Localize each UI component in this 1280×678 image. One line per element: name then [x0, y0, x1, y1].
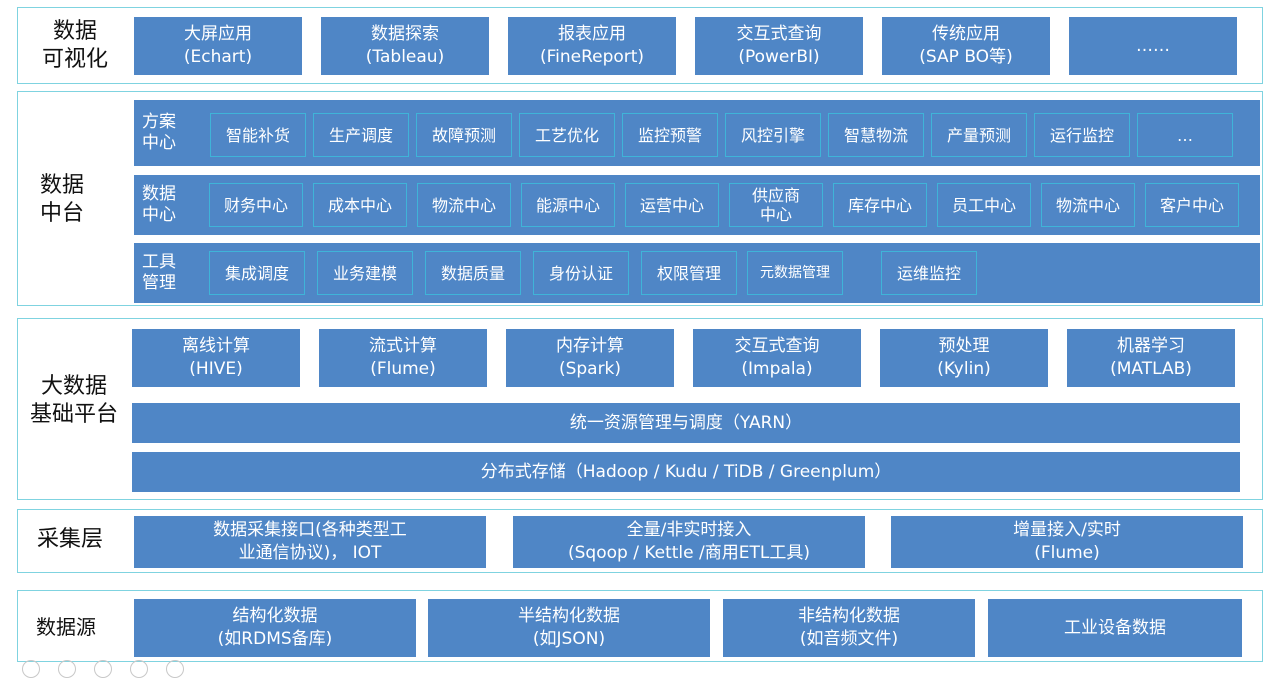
source-item-semi-structured: 半结构化数据 (如JSON): [428, 599, 710, 657]
data-item-operations: 运营中心: [625, 183, 719, 227]
middle-platform-layer: 数据 中台 方案 中心 智能补货 生产调度 故障预测 工艺优化 监控预警 风控引…: [17, 91, 1263, 306]
tool-item-permission: 权限管理: [641, 251, 737, 295]
tool-management-label: 工具 管理: [142, 252, 176, 293]
collection-item-industrial-interface: 数据采集接口(各种类型工 业通信协议)， IOT: [134, 516, 486, 568]
decorative-circle: [166, 660, 184, 678]
solution-item-replenishment: 智能补货: [210, 113, 306, 157]
solution-item-more: …: [1137, 113, 1233, 157]
tool-item-identity-auth: 身份认证: [533, 251, 629, 295]
solution-item-operation-monitoring: 运行监控: [1034, 113, 1130, 157]
resource-management-bar: 统一资源管理与调度（YARN）: [132, 403, 1240, 443]
compute-machine-learning: 机器学习 (MATLAB): [1067, 329, 1235, 387]
distributed-storage-bar: 分布式存储（Hadoop / Kudu / TiDB / Greenplum）: [132, 452, 1240, 492]
data-item-cost: 成本中心: [313, 183, 407, 227]
visualization-layer: 数据 可视化 大屏应用 (Echart) 数据探索 (Tableau) 报表应用…: [17, 7, 1263, 84]
solution-item-risk-engine: 风控引擎: [725, 113, 821, 157]
solution-item-smart-logistics: 智慧物流: [828, 113, 924, 157]
compute-preprocessing: 预处理 (Kylin): [880, 329, 1048, 387]
solution-center-label: 方案 中心: [142, 112, 176, 153]
source-item-unstructured: 非结构化数据 (如音频文件): [723, 599, 975, 657]
decorative-circle: [22, 660, 40, 678]
viz-item-bigscreen: 大屏应用 (Echart): [134, 17, 302, 75]
data-center-label: 数据 中心: [142, 184, 176, 225]
decorative-circle: [130, 660, 148, 678]
data-item-supplier: 供应商 中心: [729, 183, 823, 227]
data-item-logistics-2: 物流中心: [1041, 183, 1135, 227]
tool-item-ops-monitoring: 运维监控: [881, 251, 977, 295]
collection-layer-label: 采集层: [36, 527, 103, 552]
tool-item-business-modeling: 业务建模: [317, 251, 413, 295]
data-item-logistics: 物流中心: [417, 183, 511, 227]
data-center-band: 数据 中心 财务中心 成本中心 物流中心 能源中心 运营中心 供应商 中心 库存…: [134, 175, 1260, 235]
decorative-circle: [94, 660, 112, 678]
compute-in-memory: 内存计算 (Spark): [506, 329, 674, 387]
solution-item-monitoring-alert: 监控预警: [622, 113, 718, 157]
solution-item-process-optimization: 工艺优化: [519, 113, 615, 157]
data-item-employee: 员工中心: [937, 183, 1031, 227]
data-item-energy: 能源中心: [521, 183, 615, 227]
tool-item-data-quality: 数据质量: [425, 251, 521, 295]
viz-item-interactive-query: 交互式查询 (PowerBI): [695, 17, 863, 75]
solution-center-band: 方案 中心 智能补货 生产调度 故障预测 工艺优化 监控预警 风控引擎 智慧物流…: [134, 100, 1260, 166]
compute-offline: 离线计算 (HIVE): [132, 329, 300, 387]
tool-item-integration-scheduling: 集成调度: [209, 251, 305, 295]
data-item-inventory: 库存中心: [833, 183, 927, 227]
bigdata-platform-layer: 大数据 基础平台 离线计算 (HIVE) 流式计算 (Flume) 内存计算 (…: [17, 318, 1263, 500]
source-item-industrial-equipment: 工业设备数据: [988, 599, 1242, 657]
compute-interactive-query: 交互式查询 (Impala): [693, 329, 861, 387]
bigdata-platform-layer-label: 大数据 基础平台: [29, 374, 118, 427]
collection-layer: 采集层 数据采集接口(各种类型工 业通信协议)， IOT 全量/非实时接入 (S…: [17, 509, 1263, 573]
decorative-circle: [58, 660, 76, 678]
viz-item-exploration: 数据探索 (Tableau): [321, 17, 489, 75]
data-item-finance: 财务中心: [209, 183, 303, 227]
visualization-layer-label: 数据 可视化: [41, 19, 108, 72]
tool-item-metadata: 元数据管理: [747, 251, 843, 295]
viz-item-report: 报表应用 (FineReport): [508, 17, 676, 75]
data-source-layer: 数据源 结构化数据 (如RDMS备库) 半结构化数据 (如JSON) 非结构化数…: [17, 590, 1263, 662]
collection-item-realtime-ingest: 增量接入/实时 (Flume): [891, 516, 1243, 568]
solution-item-fault-prediction: 故障预测: [416, 113, 512, 157]
data-source-layer-label: 数据源: [36, 615, 96, 639]
tool-management-band: 工具 管理 集成调度 业务建模 数据质量 身份认证 权限管理 元数据管理 运维监…: [134, 243, 1260, 303]
solution-item-scheduling: 生产调度: [313, 113, 409, 157]
data-item-customer: 客户中心: [1145, 183, 1239, 227]
viz-item-more: ……: [1069, 17, 1237, 75]
solution-item-output-forecast: 产量预测: [931, 113, 1027, 157]
collection-item-batch-ingest: 全量/非实时接入 (Sqoop / Kettle /商用ETL工具): [513, 516, 865, 568]
source-item-structured: 结构化数据 (如RDMS备库): [134, 599, 416, 657]
middle-platform-layer-label: 数据 中台: [39, 173, 84, 226]
viz-item-traditional: 传统应用 (SAP BO等): [882, 17, 1050, 75]
compute-streaming: 流式计算 (Flume): [319, 329, 487, 387]
